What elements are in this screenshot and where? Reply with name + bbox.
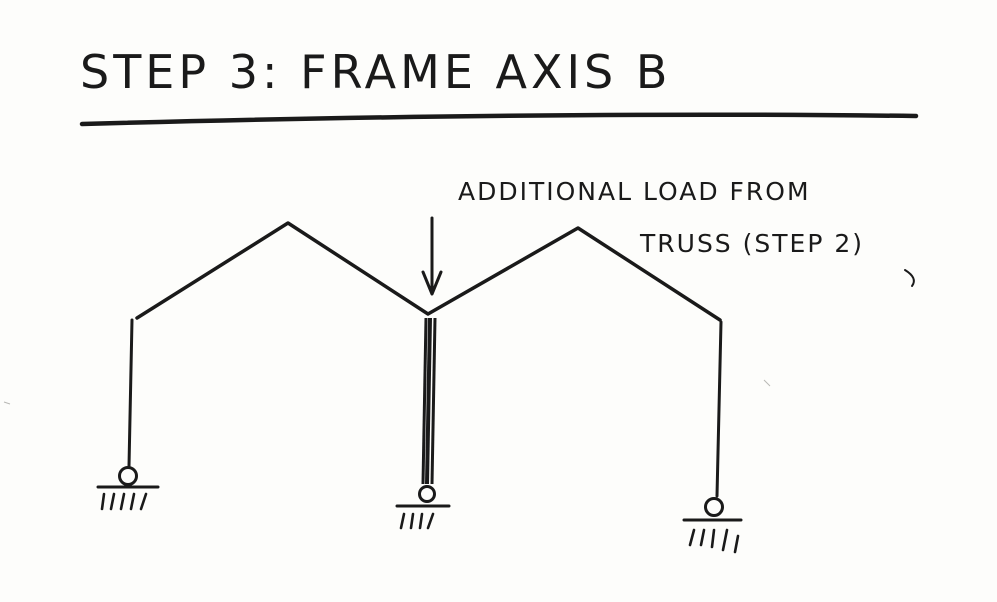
load-annotation-line2: TRUSS (STEP 2) bbox=[639, 229, 864, 258]
center-pin-support bbox=[395, 485, 451, 530]
left-ground-hatch bbox=[100, 492, 148, 511]
right-column bbox=[715, 320, 723, 498]
diagram-title: STEP 3: FRAME AXIS B bbox=[80, 45, 671, 99]
right-ground-hatch bbox=[688, 528, 740, 554]
load-annotation-line1: ADDITIONAL LOAD FROM bbox=[458, 177, 811, 206]
left-pin-support bbox=[96, 466, 160, 511]
load-arrow bbox=[421, 216, 443, 296]
center-column bbox=[421, 317, 437, 485]
title-underline bbox=[79, 112, 919, 127]
center-ground-hatch bbox=[399, 512, 435, 530]
annotation-curl bbox=[904, 269, 915, 287]
left-column bbox=[127, 318, 134, 468]
roof-rafters bbox=[135, 221, 722, 322]
paper-specks bbox=[3, 379, 771, 405]
right-pin-support bbox=[682, 497, 743, 554]
